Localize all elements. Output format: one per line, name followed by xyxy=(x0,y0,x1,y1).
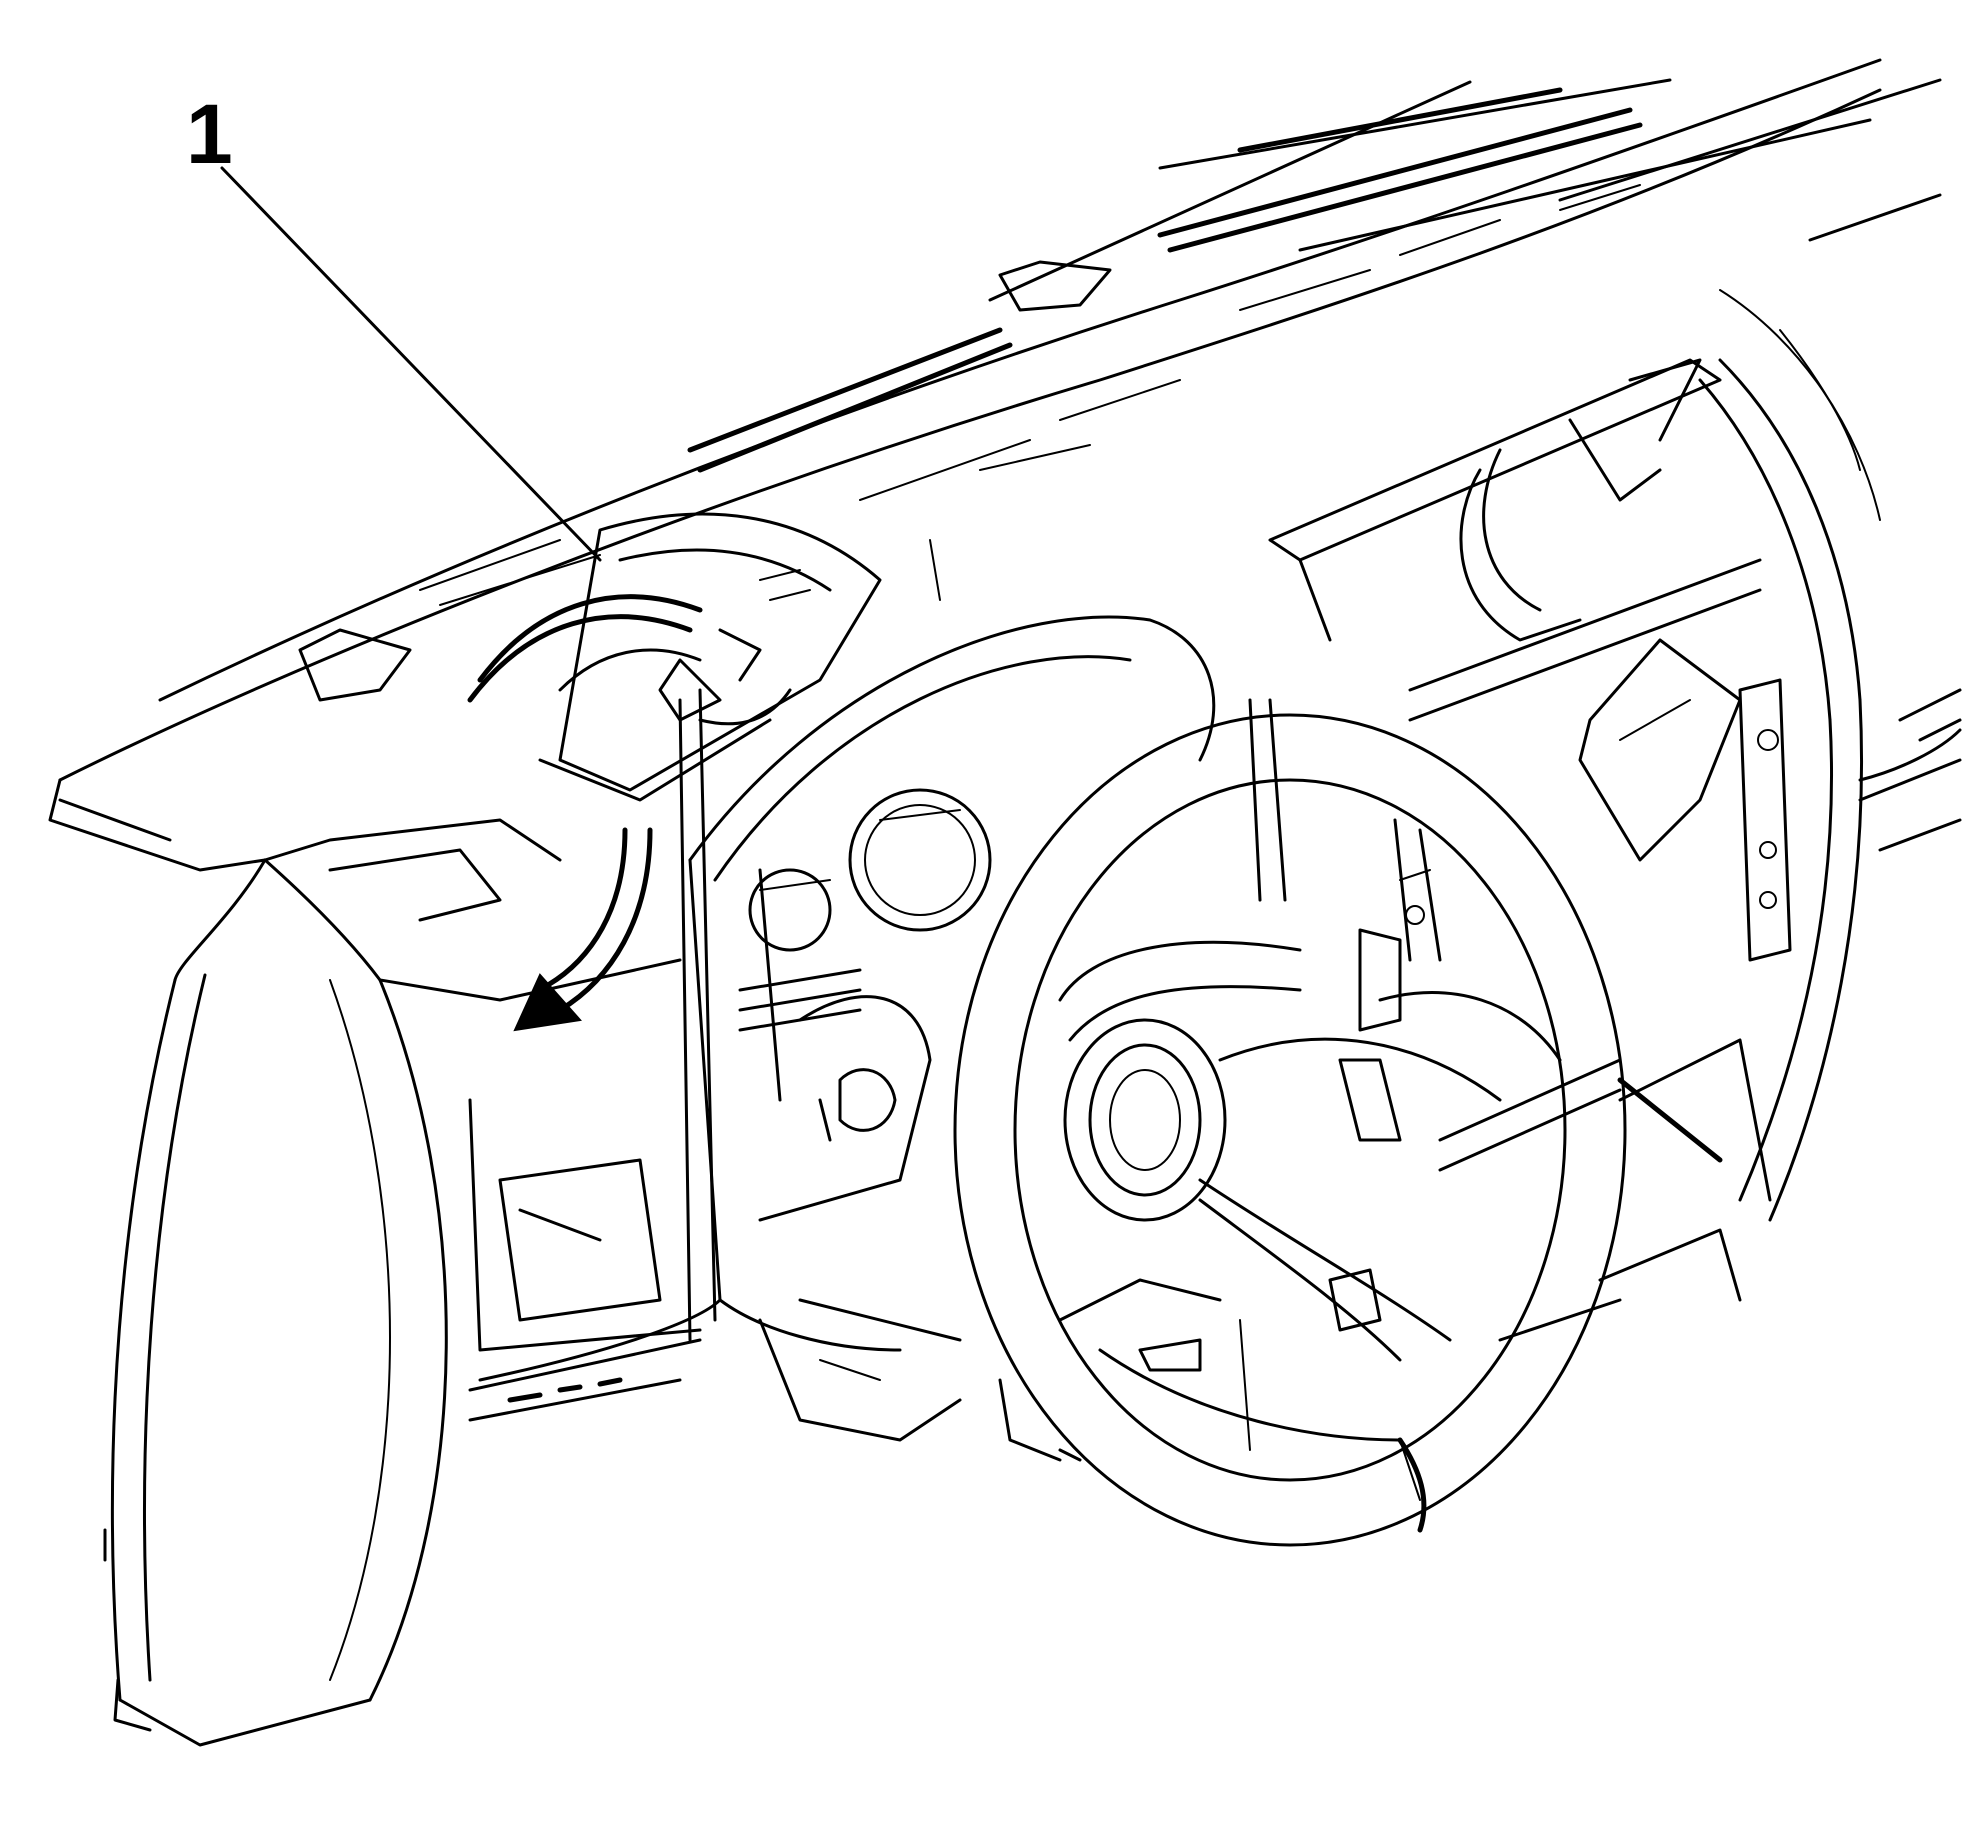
instrument-panel-top xyxy=(58,58,1942,782)
right-dash-frame xyxy=(1268,358,1962,1342)
callout-label: 1 xyxy=(186,87,233,181)
curved-arrow-icon xyxy=(513,827,653,1032)
left-end-panel xyxy=(48,778,448,1747)
instrument-panel-cover xyxy=(467,512,882,802)
steering-column xyxy=(718,995,1082,1462)
lower-left-dash xyxy=(263,688,722,1422)
callout-leader-line xyxy=(220,166,602,562)
steering-wheel xyxy=(953,698,1627,1547)
